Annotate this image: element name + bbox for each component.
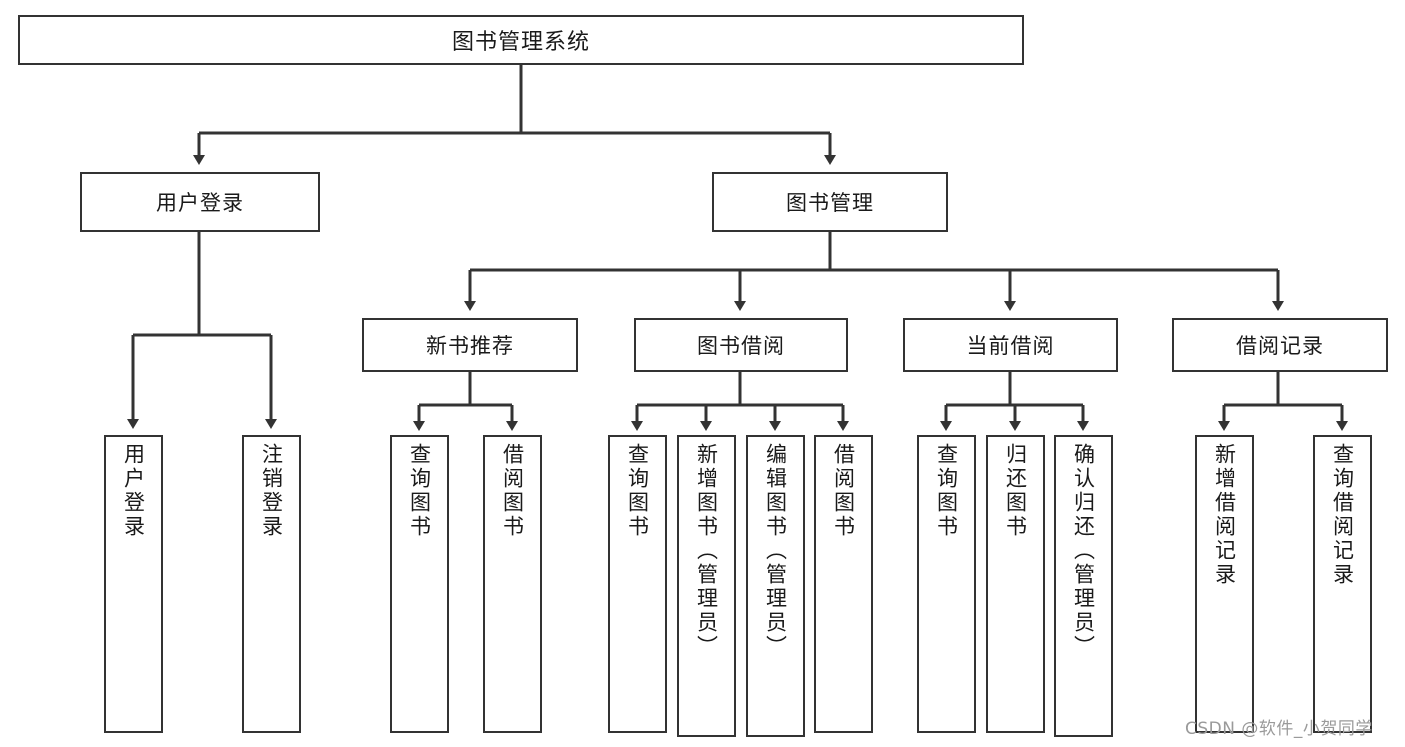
leaf-new-book-query-label: 查询图书: [407, 443, 432, 539]
node-book-borrow-label: 图书借阅: [697, 334, 785, 358]
node-book-borrow[interactable]: 图书借阅: [634, 318, 848, 372]
leaf-borrow-records-add[interactable]: 新增借阅记录: [1195, 435, 1254, 733]
leaf-new-book-query[interactable]: 查询图书: [390, 435, 449, 733]
leaf-new-book-borrow-label: 借阅图书: [500, 443, 525, 539]
leaf-book-borrow-edit[interactable]: 编辑图书（管理员）: [746, 435, 805, 737]
leaf-user-login-signin[interactable]: 用户登录: [104, 435, 163, 733]
leaf-user-login-signout[interactable]: 注销登录: [242, 435, 301, 733]
leaf-book-borrow-query-label: 查询图书: [625, 443, 650, 539]
node-new-book-recommend-label: 新书推荐: [426, 334, 514, 358]
node-current-borrow[interactable]: 当前借阅: [903, 318, 1118, 372]
leaf-book-borrow-edit-label: 编辑图书（管理员）: [763, 443, 788, 659]
leaf-current-borrow-return-label: 归还图书: [1003, 443, 1028, 539]
leaf-current-borrow-confirm-return-label: 确认归还（管理员）: [1071, 443, 1096, 659]
node-root[interactable]: 图书管理系统: [18, 15, 1024, 65]
leaf-current-borrow-confirm-return[interactable]: 确认归还（管理员）: [1054, 435, 1113, 737]
leaf-borrow-records-add-label: 新增借阅记录: [1212, 443, 1237, 587]
leaf-user-login-signin-label: 用户登录: [121, 443, 146, 539]
node-user-login-label: 用户登录: [156, 191, 244, 215]
leaf-new-book-borrow[interactable]: 借阅图书: [483, 435, 542, 733]
leaf-book-borrow-add-label: 新增图书（管理员）: [694, 443, 719, 659]
leaf-book-borrow-add[interactable]: 新增图书（管理员）: [677, 435, 736, 737]
node-book-management-label: 图书管理: [786, 191, 874, 215]
leaf-borrow-records-query-label: 查询借阅记录: [1330, 443, 1355, 587]
leaf-current-borrow-query[interactable]: 查询图书: [917, 435, 976, 733]
node-user-login[interactable]: 用户登录: [80, 172, 320, 232]
leaf-book-borrow-borrow-label: 借阅图书: [831, 443, 856, 539]
watermark-text: CSDN @软件_小贺同学: [1185, 719, 1373, 739]
leaf-book-borrow-query[interactable]: 查询图书: [608, 435, 667, 733]
node-root-label: 图书管理系统: [451, 30, 590, 55]
leaf-borrow-records-query[interactable]: 查询借阅记录: [1313, 435, 1372, 733]
leaf-current-borrow-return[interactable]: 归还图书: [986, 435, 1045, 733]
node-book-management[interactable]: 图书管理: [712, 172, 948, 232]
leaf-user-login-signout-label: 注销登录: [259, 443, 284, 539]
leaf-book-borrow-borrow[interactable]: 借阅图书: [814, 435, 873, 733]
node-borrow-records-label: 借阅记录: [1236, 334, 1324, 358]
node-new-book-recommend[interactable]: 新书推荐: [362, 318, 578, 372]
node-current-borrow-label: 当前借阅: [966, 334, 1055, 358]
leaf-current-borrow-query-label: 查询图书: [934, 443, 959, 539]
node-borrow-records[interactable]: 借阅记录: [1172, 318, 1388, 372]
